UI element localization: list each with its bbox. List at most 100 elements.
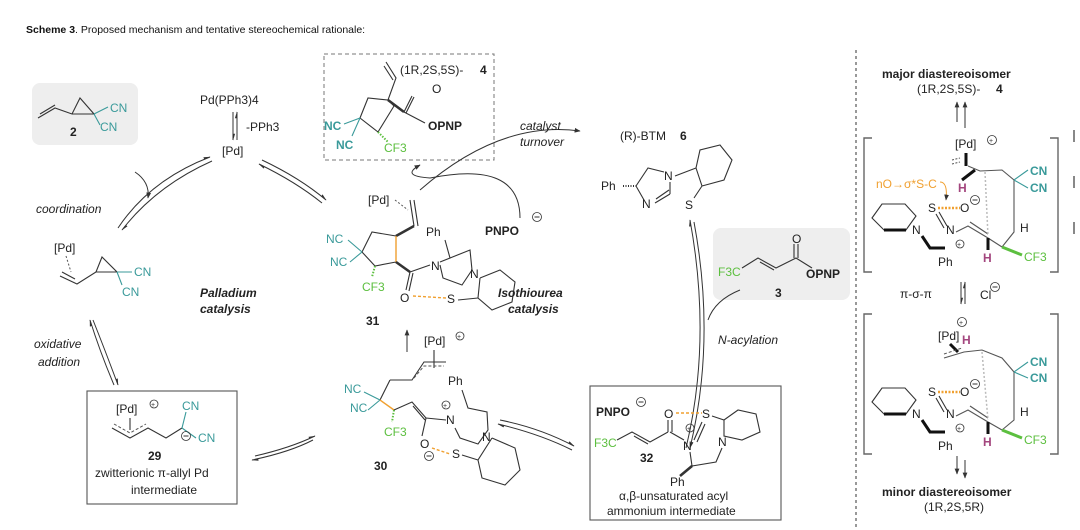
f3c: F3C: [718, 265, 741, 279]
compound-label-29: 29: [148, 449, 162, 463]
step-coordination: coordination: [36, 202, 102, 216]
ph: Ph: [448, 374, 463, 388]
step-oxidative-1: oxidative: [34, 337, 82, 351]
ligand-loss: -PPh3: [246, 120, 280, 134]
major-title: major diastereoisomer: [882, 67, 1011, 81]
carbonyl-o: O: [432, 82, 441, 96]
cn-2: CN: [122, 285, 139, 299]
n2: N: [642, 197, 651, 211]
h-cf3: H: [1020, 221, 1029, 235]
opnp: OPNP: [428, 119, 462, 133]
ph: Ph: [938, 255, 953, 269]
desc-29-line2: intermediate: [131, 483, 197, 497]
scheme-caption: Scheme 3. Proposed mechanism and tentati…: [26, 24, 365, 36]
catalyst-btm-6: (R)-BTM 6 Ph N N S: [601, 129, 733, 212]
pd-cycle-title-1: Palladium: [200, 286, 257, 300]
step-acylation: N-acylation: [718, 333, 778, 347]
pd-label: [Pd]: [424, 334, 445, 348]
nc-2: NC: [330, 255, 348, 269]
counterion: Cl: [980, 288, 991, 302]
n1: N: [431, 259, 440, 273]
pd-label-minor: [Pd]: [938, 329, 959, 343]
svg-text:+: +: [959, 320, 963, 327]
cn-2: CN: [1030, 181, 1047, 195]
substrate-3: F3C O OPNP 3: [713, 228, 850, 300]
pd-precatalyst: Pd(PPh3)4 -PPh3 [Pd]: [200, 93, 280, 158]
s-minor: S: [928, 385, 936, 399]
nc-2: NC: [336, 138, 354, 152]
interaction-label: nO→σ*S-C: [876, 177, 937, 191]
minor-title: minor diastereoisomer: [882, 485, 1012, 499]
cf3: CF3: [362, 280, 385, 294]
counterion: PNPO: [596, 405, 630, 419]
desc-32-line2: ammonium intermediate: [607, 504, 736, 518]
cf3: CF3: [384, 425, 407, 439]
s: S: [702, 407, 710, 421]
o: O: [400, 291, 409, 305]
o-minor: O: [960, 385, 969, 399]
cf3: CF3: [384, 141, 407, 155]
compound-label-31: 31: [366, 314, 380, 328]
intermediate-32: PNPO F3C O N + S N Ph 32 α,β-unsaturated…: [589, 385, 782, 521]
n-1: N: [912, 223, 921, 237]
h-top-minor: H: [962, 333, 971, 347]
svg-text:+: +: [989, 138, 993, 145]
h-bottom: H: [983, 251, 992, 265]
n1: N: [446, 413, 455, 427]
pd-cycle-title-2: catalysis: [200, 302, 251, 316]
svg-text:+: +: [957, 242, 961, 249]
step-oxidative-2: addition: [38, 355, 80, 369]
h-cf3-minor: H: [1020, 405, 1029, 419]
h-bottom-minor: H: [983, 435, 992, 449]
intermediate-30: [Pd] + NC NC CF3 O N + Ph N S 30: [344, 331, 521, 486]
stereo-rationale: major diastereoisomer (1R,2S,5S)- 4 [Pd]…: [863, 67, 1059, 514]
svg-text:+: +: [151, 402, 155, 409]
n-2: N: [946, 223, 955, 237]
product-4-stereo: (1R,2S,5S)-: [400, 63, 463, 77]
opnp: OPNP: [806, 267, 840, 281]
o: O: [664, 407, 673, 421]
compound-label-3: 3: [775, 286, 782, 300]
cn-2-minor: CN: [1030, 371, 1047, 385]
svg-text:+: +: [443, 403, 447, 410]
desc-29-line1: zwitterionic π-allyl Pd: [95, 466, 209, 480]
o: O: [420, 437, 429, 451]
product-4-label: 4: [480, 63, 487, 77]
nc-1: NC: [344, 382, 362, 396]
n1: N: [683, 439, 692, 453]
n1: N: [664, 169, 673, 183]
pd-pph3-4: Pd(PPh3)4: [200, 93, 259, 107]
desc-32-line1: α,β-unsaturated acyl: [619, 489, 728, 503]
s: S: [452, 447, 460, 461]
equilibrium-label: π-σ-π: [900, 287, 932, 301]
cn-1-minor: CN: [1030, 355, 1047, 369]
ph: Ph: [670, 475, 685, 489]
major-label: 4: [996, 82, 1003, 96]
ph: Ph: [426, 225, 441, 239]
pd-label: [Pd]: [54, 241, 75, 255]
cn-1: CN: [110, 101, 127, 115]
svg-text:+: +: [687, 426, 691, 433]
cn-1: CN: [134, 265, 151, 279]
cn-1: CN: [182, 399, 199, 413]
intermediate-29: [Pd] + CN CN 29 zwitterionic π-allyl Pd …: [86, 390, 238, 505]
ph: Ph: [601, 179, 616, 193]
caption-text: . Proposed mechanism and tentative stere…: [75, 24, 366, 36]
s: S: [928, 201, 936, 215]
compound-label-2: 2: [70, 125, 77, 139]
n-2-minor: N: [946, 407, 955, 421]
cn-2: CN: [100, 120, 117, 134]
iso-cycle-title-1: Isothiourea: [498, 286, 563, 300]
h-top: H: [958, 181, 967, 195]
pd-label: [Pd]: [368, 193, 389, 207]
pd-cation: [Pd]: [116, 402, 137, 416]
leaving-group: PNPO: [485, 224, 519, 238]
cn-2: CN: [198, 431, 215, 445]
ph-minor: Ph: [938, 439, 953, 453]
cf3: CF3: [1024, 250, 1047, 264]
f3c: F3C: [594, 436, 617, 450]
nc-2: NC: [350, 401, 368, 415]
s: S: [447, 292, 455, 306]
s: S: [685, 198, 693, 212]
